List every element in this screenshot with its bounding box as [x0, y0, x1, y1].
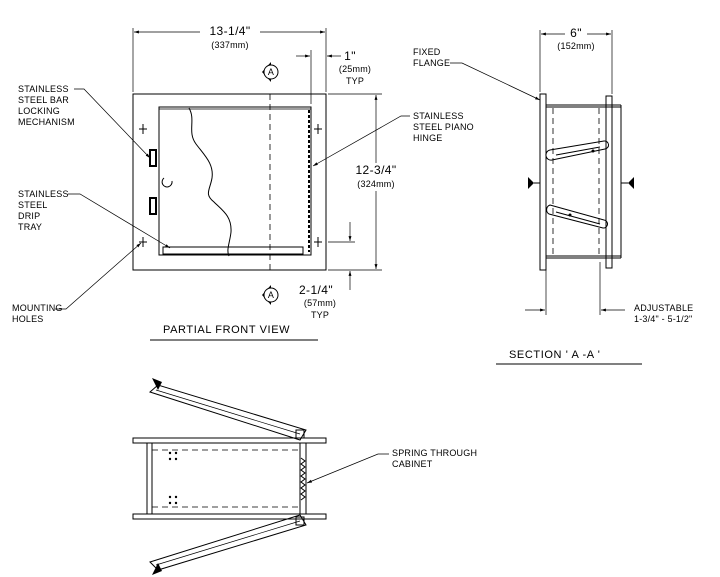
section-marker-top: A [262, 62, 279, 82]
fixed-flange-label: FIXED [413, 47, 441, 57]
top-rail-lower [132, 513, 327, 520]
front-view: A A 13-1/4" (337mm) 1" (25mm) TYP 12-3/4… [12, 24, 474, 341]
svg-text:TRAY: TRAY [18, 222, 42, 232]
svg-text:HOLES: HOLES [12, 314, 44, 324]
callout-locking: STAINLESS STEEL BAR LOCKING MECHANISM [18, 84, 151, 159]
top-knob-upper [152, 378, 162, 390]
flange-dimension-mm: (25mm) [339, 64, 371, 74]
svg-text:HINGE: HINGE [413, 133, 443, 143]
callout-piano-hinge: STAINLESS STEEL PIANO HINGE [312, 111, 474, 167]
depth-dimension: 6" [570, 26, 582, 40]
section-marker-bottom: A [262, 285, 279, 305]
svg-text:MOUNTING: MOUNTING [12, 303, 63, 313]
door-panel-lower [149, 514, 307, 571]
section-knob-left [528, 177, 540, 189]
callout-mounting-holes: MOUNTING HOLES [12, 242, 142, 324]
locking-bar-upper [149, 149, 157, 167]
flange-dimension-typ: TYP [346, 76, 364, 86]
top-rail-upper [132, 437, 327, 444]
adjustable-label: ADJUSTABLE [634, 303, 693, 313]
bottom-dimension: 2-1/4" [299, 283, 333, 297]
width-dimension-mm: (337mm) [211, 40, 248, 50]
bottom-dimension-typ: TYP [311, 310, 329, 320]
height-dimension-mm: (324mm) [357, 179, 394, 189]
svg-text:STAINLESS: STAINLESS [413, 111, 464, 121]
top-knob-lower [152, 563, 162, 575]
spring [300, 457, 306, 501]
door-panel-upper [149, 384, 307, 441]
svg-text:STAINLESS: STAINLESS [18, 189, 69, 199]
locking-bar-lower [149, 197, 157, 215]
front-view-title: PARTIAL FRONT VIEW [163, 324, 290, 336]
drip-tray [162, 246, 304, 255]
adjustable-range: 1-3/4" - 5-1/2" [634, 314, 692, 324]
bottom-dimension-mm: (57mm) [304, 298, 336, 308]
svg-text:STEEL: STEEL [18, 200, 48, 210]
mounting-hole-br [314, 237, 322, 247]
depth-dimension-mm: (152mm) [557, 41, 594, 51]
break-line [188, 107, 232, 257]
top-view: SPRING THROUGH CABINET [132, 378, 477, 575]
spring-label-2: CABINET [392, 459, 433, 469]
section-marker-bottom-label: A [268, 290, 274, 300]
bracket-upper [545, 140, 609, 161]
spring-label: SPRING THROUGH [392, 448, 477, 458]
svg-text:STAINLESS: STAINLESS [18, 84, 69, 94]
fixed-flange [539, 93, 547, 271]
section-knob-right [621, 177, 634, 189]
mounting-hole-tl [139, 124, 147, 134]
front-outer-flange [132, 93, 327, 271]
svg-text:STEEL PIANO: STEEL PIANO [413, 122, 474, 132]
flange-dimension: 1" [344, 49, 356, 63]
bracket-lower [546, 204, 608, 229]
section-view: 6" (152mm) FIXED FLANGE ADJUSTABLE 1-3/4… [413, 26, 693, 365]
svg-text:DRIP: DRIP [18, 211, 40, 221]
mounting-hole-bl [139, 237, 147, 247]
section-marker-top-label: A [268, 67, 274, 77]
mounting-hole-tr [314, 124, 322, 134]
front-door [158, 106, 312, 256]
width-dimension: 13-1/4" [209, 24, 250, 38]
svg-text:LOCKING: LOCKING [18, 106, 60, 116]
callout-drip-tray: STAINLESS STEEL DRIP TRAY [18, 189, 171, 249]
height-dimension: 12-3/4" [355, 163, 396, 177]
section-view-title: SECTION ' A -A ' [509, 349, 600, 361]
svg-text:MECHANISM: MECHANISM [18, 117, 75, 127]
svg-text:STEEL BAR: STEEL BAR [18, 95, 69, 105]
fixed-flange-label-2: FLANGE [413, 58, 450, 68]
adjustable-frame [605, 95, 613, 269]
